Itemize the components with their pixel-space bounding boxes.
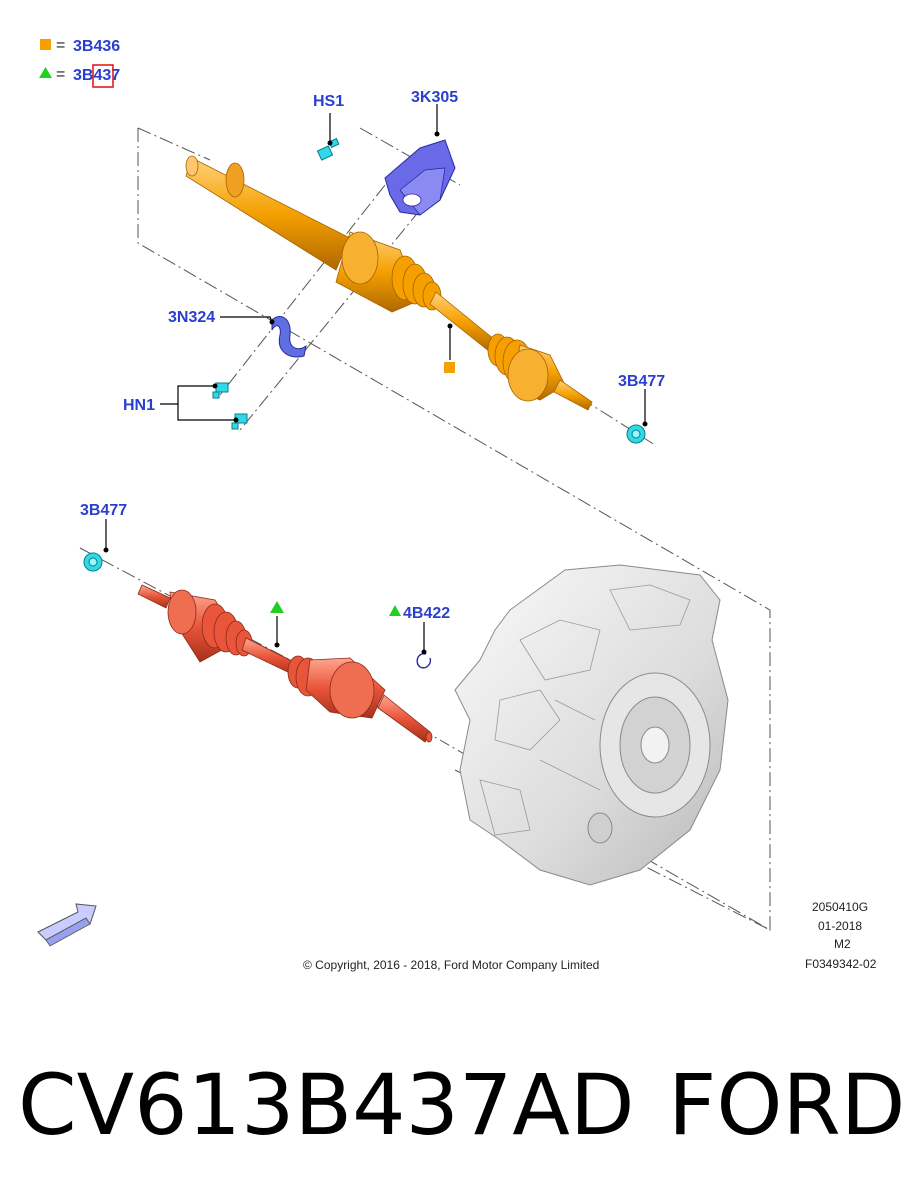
highlight-box xyxy=(92,64,114,88)
drawing-id: F0349342-02 xyxy=(805,957,877,971)
bolt-hs1 xyxy=(316,137,340,161)
legend-triangle-icon xyxy=(39,67,52,78)
legend-equals: = xyxy=(56,66,65,83)
part-caption: CV613B437AD FORD xyxy=(0,1050,912,1160)
nut-3b477-right xyxy=(626,424,646,444)
upper-drive-shaft xyxy=(185,155,593,411)
legend-equals: = xyxy=(56,37,65,54)
drawing-model: M2 xyxy=(834,937,851,951)
marker-triangle-icon xyxy=(270,601,284,613)
callout-3b477-right: 3B477 xyxy=(618,373,665,390)
callout-3k305: 3K305 xyxy=(411,89,458,106)
nut-3b477-left xyxy=(83,552,103,572)
legend-code-3b437: 3B437 xyxy=(73,67,120,84)
view-direction-arrow-icon xyxy=(37,903,97,947)
callout-3b477-left: 3B477 xyxy=(80,502,127,519)
callout-hs1: HS1 xyxy=(313,93,344,110)
callout-hn1: HN1 xyxy=(123,397,155,414)
callout-dots xyxy=(103,131,648,655)
exploded-parts-diagram: = 3B436 = 3B437 xyxy=(37,37,877,972)
transmission-housing xyxy=(454,564,729,886)
callout-4b422: 4B422 xyxy=(403,605,450,622)
callout-3n324: 3N324 xyxy=(168,309,215,326)
legend-code-3b436: 3B436 xyxy=(73,38,120,55)
brand-name: FORD xyxy=(668,1056,906,1154)
drawing-code: 2050410G xyxy=(812,900,868,914)
fasteners xyxy=(83,137,646,572)
bearing-bracket-3k305 xyxy=(384,139,456,216)
lower-drive-shaft xyxy=(137,584,433,743)
drawing-date: 01-2018 xyxy=(818,919,862,933)
callouts xyxy=(105,104,646,652)
copyright-notice: © Copyright, 2016 - 2018, Ford Motor Com… xyxy=(303,958,599,972)
marker-square-icon xyxy=(444,362,455,373)
legend-square-icon xyxy=(40,39,51,50)
legend: = 3B436 = 3B437 xyxy=(39,37,120,88)
part-number: CV613B437AD xyxy=(18,1056,635,1154)
clip-3n324 xyxy=(271,316,307,358)
marker-triangle-icon xyxy=(389,605,401,616)
snap-ring-4b422 xyxy=(416,653,432,669)
